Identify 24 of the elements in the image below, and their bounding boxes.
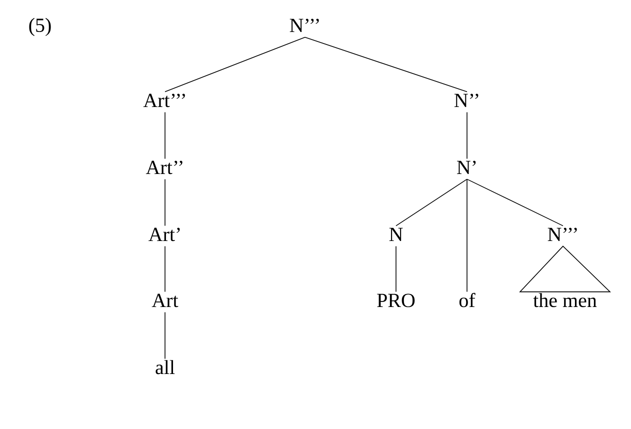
category-label: N’’ xyxy=(454,94,478,107)
terminal-word: all xyxy=(156,360,175,374)
tree-branch xyxy=(164,36,306,92)
category-label: N’ xyxy=(457,160,476,174)
tree-branch xyxy=(466,178,564,226)
tree-branch xyxy=(466,178,468,292)
category-label: Art’’’ xyxy=(143,94,185,108)
category-label: Art’ xyxy=(148,228,180,242)
category-label: N’’’ xyxy=(548,228,577,241)
category-label: N’’’ xyxy=(290,18,319,32)
tree-branch xyxy=(466,112,468,160)
terminal-word: of xyxy=(459,292,476,308)
category-label: N xyxy=(389,228,403,241)
category-label: Art xyxy=(152,294,178,308)
tree-branch xyxy=(164,312,166,360)
terminal-word: the men xyxy=(533,293,597,308)
terminal-word: PRO xyxy=(377,294,415,308)
category-label: Art’’ xyxy=(146,160,182,174)
tree-branch xyxy=(164,112,166,160)
tree-branch xyxy=(304,36,468,92)
tree-branch xyxy=(164,246,166,292)
example-number: (5) xyxy=(29,18,51,36)
tree-branch xyxy=(164,178,166,226)
tree-branch xyxy=(396,178,468,226)
